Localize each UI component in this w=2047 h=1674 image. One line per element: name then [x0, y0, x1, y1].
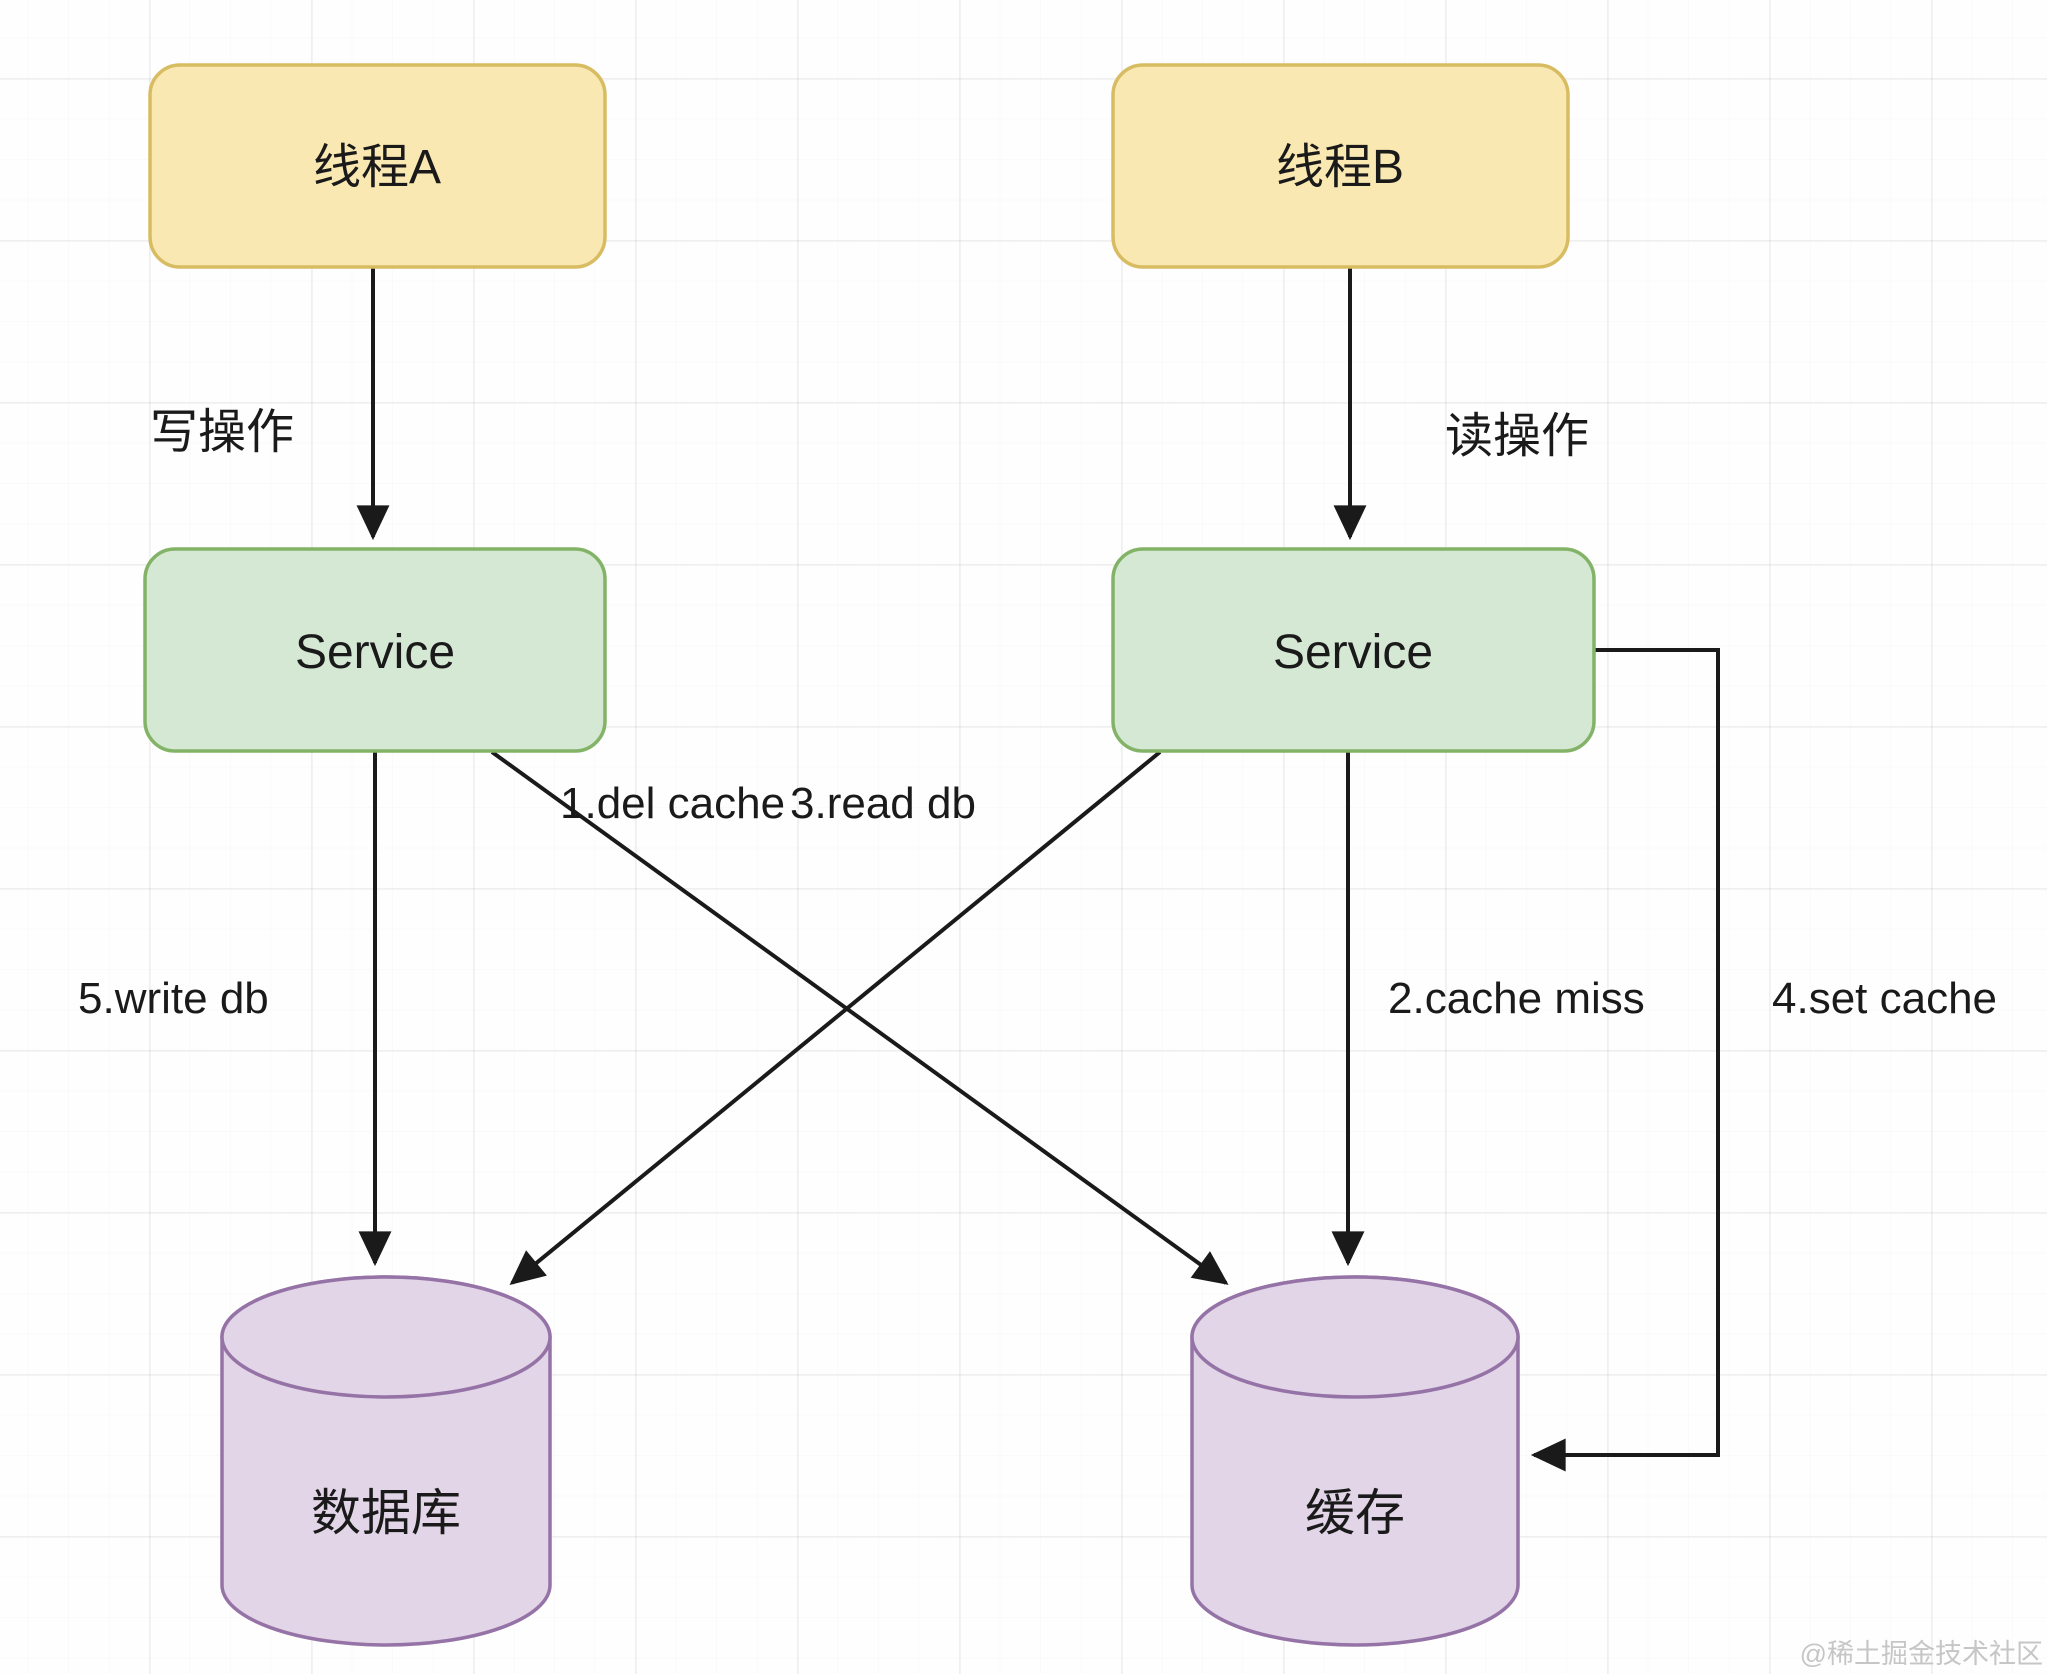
cache-cylinder-top — [1190, 1275, 1520, 1399]
thread-b-box — [1111, 63, 1570, 269]
edge-label-cache-miss: 2.cache miss — [1388, 974, 1645, 1023]
database-cylinder-top — [220, 1275, 552, 1399]
edge-del-cache — [490, 750, 1229, 1285]
cache-label: 缓存 — [1305, 1485, 1405, 1541]
node-database: 数据库 — [220, 1275, 552, 1647]
edge-label-read-op: 读操作 — [1445, 410, 1589, 463]
edge-label-write-db: 5.write db — [78, 974, 269, 1023]
thread-a-label: 线程A — [313, 141, 441, 194]
node-thread-b: 线程B — [1111, 63, 1570, 269]
edge-set-cache — [1530, 648, 1720, 1472]
edge-label-del-cache: 1.del cache — [560, 779, 785, 828]
node-service-a: Service — [143, 547, 607, 753]
service-a-box — [143, 547, 607, 753]
edge-label-write-op: 写操作 — [150, 406, 294, 459]
thread-b-label: 线程B — [1276, 141, 1404, 194]
edge-read-db — [509, 750, 1162, 1286]
edge-label-read-db: 3.read db — [790, 779, 976, 828]
service-b-box — [1111, 547, 1596, 753]
edges-layer — [356, 268, 1720, 1472]
service-b-label: Service — [1273, 626, 1433, 679]
database-label: 数据库 — [311, 1485, 461, 1541]
edge-labels-layer: 写操作 读操作 1.del cache 3.read db 5.write db… — [78, 406, 1997, 1023]
service-a-label: Service — [295, 626, 455, 679]
edge-label-set-cache: 4.set cache — [1772, 974, 1997, 1023]
node-service-b: Service — [1111, 547, 1596, 753]
thread-a-box — [148, 63, 607, 269]
watermark-text: @稀土掘金技术社区 — [1800, 1639, 2043, 1669]
node-cache: 缓存 — [1190, 1275, 1520, 1647]
node-thread-a: 线程A — [148, 63, 607, 269]
